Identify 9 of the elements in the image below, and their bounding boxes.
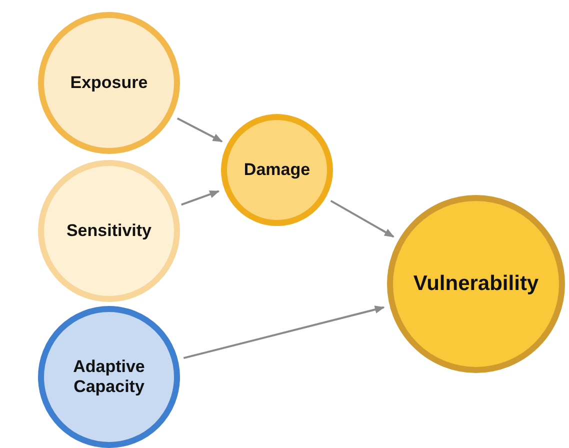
arrow [183,306,385,360]
arrow [181,190,220,206]
node-label: Damage [244,160,310,180]
arrow [330,200,394,238]
node-label: Sensitivity [66,220,152,242]
arrow [176,118,223,142]
node-label: Adaptive Capacity [72,356,146,398]
node-label: Vulnerability [413,271,539,297]
node-label: Exposure [70,72,148,94]
